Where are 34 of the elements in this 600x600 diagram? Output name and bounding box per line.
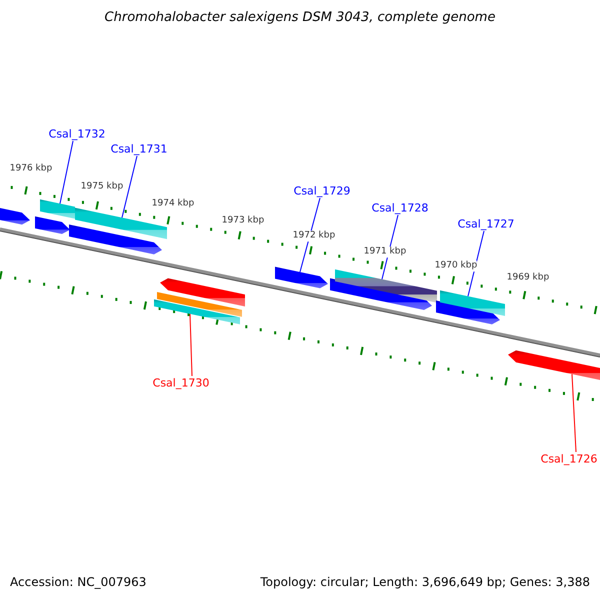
gene-label: Csal_1729 <box>294 184 350 198</box>
tick-label: 1975 kbp <box>80 182 124 192</box>
gene-label: Csal_1727 <box>458 217 514 231</box>
leader-line <box>122 156 138 218</box>
gene-block <box>436 300 500 324</box>
gene-block <box>0 206 30 225</box>
gene-feature-bar <box>335 269 437 303</box>
title: Chromohalobacter salexigens DSM 3043, complete genome <box>104 10 496 26</box>
leader-line <box>572 374 576 452</box>
tick-label: 1974 kbp <box>152 198 194 210</box>
gene-label: Csal_1728 <box>372 201 428 215</box>
tick-label: 1976 kbp <box>10 164 52 174</box>
gene-block <box>160 278 245 306</box>
gene-block <box>35 216 70 234</box>
accession-text: Accession: NC_007963 <box>10 574 146 590</box>
gene-label: Csal_1732 <box>48 127 106 141</box>
gene-feature-bar <box>440 290 505 316</box>
tick-label: 1972 kbp <box>292 230 336 242</box>
gene-label: Csal_1730 <box>152 376 210 390</box>
genome-summary-text: Topology: circular; Length: 3,696,649 bp; Genes: 3,388 <box>260 574 590 590</box>
tick-label: 1971 kbp <box>364 246 406 258</box>
gene-label: Csal_1731 <box>110 142 168 156</box>
gene-feature-bar <box>157 292 242 317</box>
tick-label: 1973 kbp <box>222 216 264 226</box>
gene-block <box>275 266 328 288</box>
tick-label: 1970 kbp <box>434 260 478 272</box>
gene-block <box>69 224 162 254</box>
gene-block <box>508 350 600 383</box>
gene-feature-bar <box>40 199 75 219</box>
tick-label: 1969 kbp <box>506 272 550 284</box>
gene-feature-bar <box>75 208 167 240</box>
gene-label: Csal_1726 <box>540 452 598 466</box>
leader-line <box>190 313 192 376</box>
gene-feature-bar <box>154 299 240 324</box>
